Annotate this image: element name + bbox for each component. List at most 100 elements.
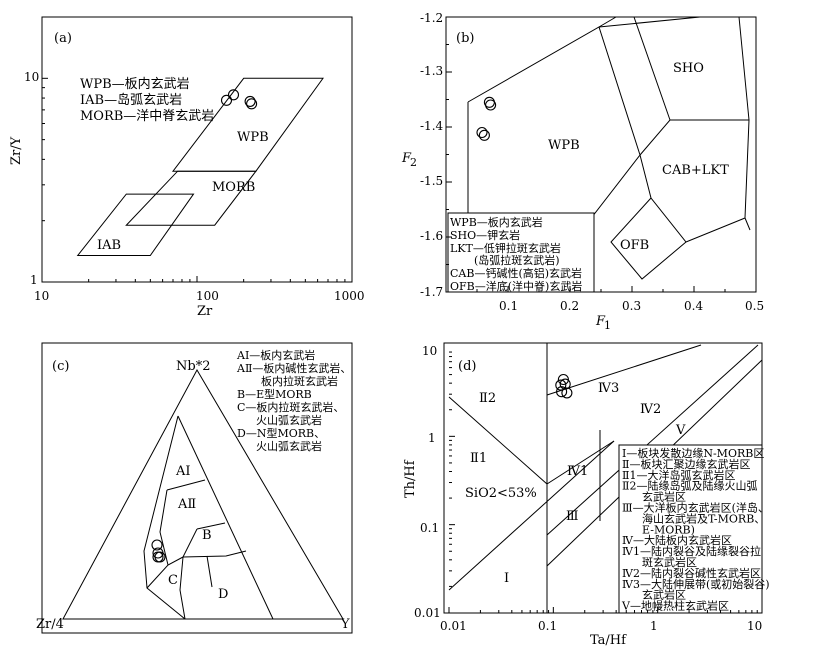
sample-point xyxy=(244,95,256,107)
d-xlabel: Ta/Hf xyxy=(590,633,627,648)
d-xtick-2: 0.1 xyxy=(538,619,557,633)
legend-d-entry: 海山玄武岩及T-MORB、 xyxy=(642,511,765,525)
d-xtick-3: 1 xyxy=(650,619,658,633)
field-label-wpb-b: WPB xyxy=(548,138,580,153)
b-ytick-1: -1.2 xyxy=(420,11,443,25)
b-line-3 xyxy=(639,119,750,219)
d-line-iv1-top xyxy=(546,440,615,485)
ternary-triangle xyxy=(62,368,344,620)
c-line-right xyxy=(177,415,274,620)
panel-c: (c) Nb*2 Zr/4 Y AⅠ AⅡ B C D AⅠ—板内玄武岩 AⅡ—… xyxy=(36,342,353,634)
legend-c-6: 火山弧玄武岩 xyxy=(256,413,322,427)
a-ytick-10: 10 xyxy=(24,70,39,84)
c-line-b-bottom xyxy=(182,550,247,558)
legend-c-3: 板内拉斑玄武岩 xyxy=(261,374,338,388)
legend-b-5: CAB—钙碱性(高铝)玄武岩 xyxy=(450,266,582,280)
d-line-v xyxy=(546,344,759,536)
sample-point xyxy=(485,99,497,111)
field-label-cab-lkt: CAB+LKT xyxy=(662,163,729,178)
b-ylabel: F xyxy=(401,151,412,166)
c-line-d xyxy=(206,555,213,588)
legend-d-box xyxy=(618,444,763,614)
c-line-c-d xyxy=(179,556,186,620)
legend-c-1: AⅠ—板内玄武岩 xyxy=(236,348,315,362)
panel-b-fields xyxy=(467,16,751,280)
d-line-iv3 xyxy=(546,344,702,396)
legend-c-7: D—N型MORB、 xyxy=(237,426,325,440)
legend-b-2: SHO—钾玄岩 xyxy=(450,228,520,242)
field-label-b: B xyxy=(202,528,212,543)
legend-d-entry: 玄武岩区 xyxy=(642,490,686,504)
d-line-ii2 xyxy=(448,396,548,485)
panel-b-label: (b) xyxy=(456,31,474,46)
sample-point xyxy=(476,126,488,139)
field-label-a2: AⅡ xyxy=(177,497,196,512)
b-ytick-6: -1.7 xyxy=(420,285,443,299)
sample-point xyxy=(227,89,240,101)
field-morb xyxy=(125,170,257,226)
b-xtick-2: 0.2 xyxy=(560,299,579,313)
d-xtick-1: 0.01 xyxy=(440,619,467,633)
legend-d-entry: Ⅱ1—大洋岛弧玄武岩区 xyxy=(622,468,735,482)
field-label-iv2: Ⅳ2 xyxy=(640,402,661,417)
panel-b-ticks xyxy=(445,16,757,293)
panel-c-fields xyxy=(143,415,274,620)
sample-point xyxy=(152,551,164,563)
d-xtick-4: 10 xyxy=(747,619,762,633)
panel-d-points xyxy=(555,373,573,399)
legend-b-box xyxy=(447,212,595,293)
c-line-b-top xyxy=(196,522,226,530)
field-label-a1: AⅠ xyxy=(175,464,191,479)
b-line-1 xyxy=(598,16,617,28)
sample-point xyxy=(559,378,571,390)
sample-point xyxy=(561,387,573,399)
panel-a-label: (a) xyxy=(54,31,72,46)
d-ytick-4: 10 xyxy=(422,344,437,358)
field-label-iv3: Ⅳ3 xyxy=(598,381,619,396)
b-ytick-5: -1.6 xyxy=(420,229,443,243)
legend-c-8: 火山弧玄武岩 xyxy=(256,439,322,453)
legend-c-2: AⅡ—板内碱性玄武岩、 xyxy=(236,361,351,375)
panel-c-frame xyxy=(41,342,353,634)
panel-d: (d) Ⅱ2 Ⅱ1 Ⅳ1 Ⅳ3 Ⅳ2 Ⅴ Ⅲ Ⅰ SiO2<53% Ⅰ—板块发散… xyxy=(403,342,770,648)
field-label-morb: MORB xyxy=(212,180,255,195)
panel-a-points xyxy=(220,89,258,110)
panel-d-ticks xyxy=(448,351,758,614)
legend-d-entry: Ⅱ—板块汇聚边缘玄武岩区 xyxy=(622,457,750,471)
field-label-d: D xyxy=(218,587,228,602)
field-label-v: Ⅴ xyxy=(675,423,686,438)
b-xtick-3: 0.3 xyxy=(622,299,641,313)
vertex-top: Nb*2 xyxy=(176,359,210,374)
legend-b-1: WPB—板内玄武岩 xyxy=(450,215,543,229)
legend-d-entry: Ⅰ—板块发散边缘N-MORB区 xyxy=(622,446,764,460)
c-line-a2-left xyxy=(159,489,169,566)
legend-d-entry: Ⅳ—大陆板内玄武岩区 xyxy=(622,533,732,547)
d-line-low xyxy=(448,440,615,591)
field-label-iv1: Ⅳ1 xyxy=(567,464,588,479)
legend-c-4: B—E型MORB xyxy=(237,387,312,401)
legend-a-3: MORB—洋中脊玄武岩 xyxy=(80,109,214,124)
panel-a: (a) WPB MORB IAB WPB—板内玄武岩 IAB—岛弧玄武岩 MOR… xyxy=(9,16,365,319)
legend-d-entry: Ⅳ3—大陆伸展带(或初始裂谷) xyxy=(622,577,770,591)
a-xtick-10: 10 xyxy=(34,289,49,303)
b-xtick-1: 0.1 xyxy=(499,299,518,313)
legend-d: Ⅰ—板块发散边缘N-MORB区Ⅱ—板块汇聚边缘玄武岩区Ⅱ1—大洋岛弧玄武岩区Ⅱ2… xyxy=(621,446,770,613)
legend-d-entry: Ⅲ—大洋板内玄武岩区(洋岛、 xyxy=(622,501,769,515)
b-ylabel-sub: 2 xyxy=(410,156,417,169)
legend-d-entry: Ⅳ1—陆内裂谷及陆缘裂谷拉 xyxy=(622,544,761,558)
d-ytick-3: 1 xyxy=(428,431,436,445)
field-label-ofb: OFB xyxy=(620,238,649,253)
legend-d-entry: 玄武岩区 xyxy=(642,588,686,602)
c-line-b-left xyxy=(182,528,198,558)
a-xtick-1000: 1000 xyxy=(334,289,365,303)
ofb-field-b xyxy=(610,197,687,280)
panel-b-points xyxy=(476,96,497,141)
sample-point xyxy=(151,539,163,551)
b-line-2 xyxy=(598,16,701,28)
d-ytick-2: 0.1 xyxy=(420,521,439,535)
sample-point xyxy=(557,373,569,386)
field-label-i: Ⅰ xyxy=(504,571,509,586)
legend-d-entry: Ⅳ2—陆内裂谷碱性玄武岩区 xyxy=(622,566,761,580)
c-line-a2-top xyxy=(166,479,206,491)
field-label-ii1: Ⅱ1 xyxy=(470,451,487,466)
